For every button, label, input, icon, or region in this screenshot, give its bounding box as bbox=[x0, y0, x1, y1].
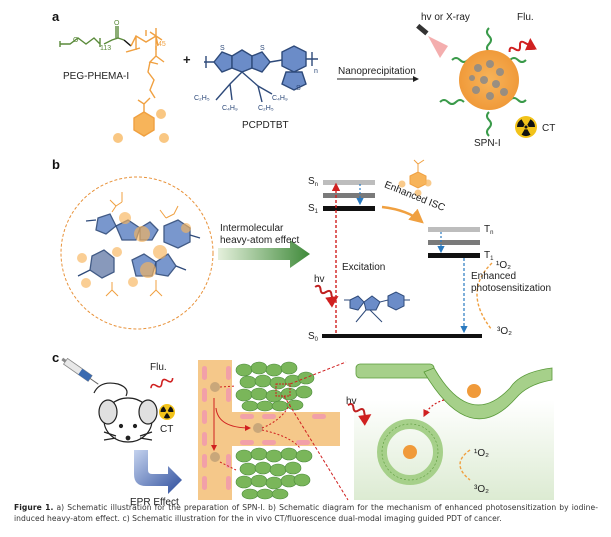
effect-label-line1: Intermolecular bbox=[220, 223, 284, 234]
plus-sign: + bbox=[183, 52, 191, 67]
zoom-region-box bbox=[275, 383, 291, 397]
fluorescence-emission-icon bbox=[508, 38, 537, 53]
level-t1 bbox=[428, 253, 480, 258]
excitation-label: Excitation bbox=[342, 262, 385, 273]
cell-interior bbox=[354, 400, 554, 500]
panel-letter-c: c bbox=[52, 350, 59, 365]
phema-repeat-count: 45 bbox=[158, 41, 166, 48]
level-tn bbox=[428, 227, 480, 232]
panel-c: c Flu. CT EPR Effect bbox=[52, 350, 554, 508]
triplet-oxygen-label: ³O₂ bbox=[474, 484, 489, 495]
caption-prefix: Figure 1. bbox=[14, 503, 54, 512]
ct-label: CT bbox=[542, 123, 555, 134]
zoom-guide-line bbox=[283, 395, 349, 501]
endocytosis-arrow bbox=[423, 399, 445, 418]
panel-letter-a: a bbox=[52, 9, 60, 24]
peg-chain bbox=[59, 26, 132, 47]
epr-effect-arrow bbox=[134, 450, 182, 494]
level-s1 bbox=[323, 206, 375, 211]
stacked-polymer-illustration bbox=[77, 213, 201, 279]
iodinated-benzoate-icon bbox=[398, 159, 432, 197]
figure-caption: Figure 1. a) Schematic illustration for … bbox=[14, 503, 598, 524]
ester-groups bbox=[105, 192, 179, 297]
isc-arrow bbox=[381, 205, 424, 224]
peg-carbonyl-o: O bbox=[114, 20, 120, 27]
photosens-label-line2: photosensitization bbox=[471, 283, 551, 294]
zoom-guide-line bbox=[289, 361, 347, 385]
label-s1: S1 bbox=[308, 203, 319, 215]
syringe-icon bbox=[61, 357, 99, 385]
hv-label: hv bbox=[346, 396, 357, 407]
macrophage-cells bbox=[210, 382, 263, 462]
label-s0: S0 bbox=[308, 331, 319, 343]
panel-b: b Intermolecular heavy-atom effect bbox=[52, 157, 551, 343]
peg-repeat-count: 113 bbox=[100, 45, 111, 52]
peg-oxygen: O bbox=[73, 37, 79, 44]
caption-text: a) Schematic illustration for the prepar… bbox=[14, 503, 598, 523]
epr-effect-label: EPR Effect bbox=[130, 497, 179, 508]
level-t-intermediate bbox=[428, 240, 480, 245]
tumor-cells-upper bbox=[235, 361, 315, 412]
heavy-atom-effect-arrow bbox=[218, 240, 310, 268]
panel-letter-b: b bbox=[52, 157, 60, 172]
level-s-intermediate bbox=[323, 193, 375, 198]
oxygen-cycle-arrow bbox=[476, 262, 493, 331]
label-tn: Tn bbox=[484, 224, 493, 236]
spn-i-nanoparticle bbox=[439, 27, 527, 137]
label-sn: Sn bbox=[308, 176, 318, 188]
pcpdtbt-label: PCPDTBT bbox=[242, 120, 289, 131]
pcpdtbt-mini-structure bbox=[344, 291, 410, 323]
side-chain-ethyl: C₂H₅ bbox=[258, 105, 274, 112]
level-sn bbox=[323, 180, 375, 185]
pcpdtbt-repeat: n bbox=[314, 68, 318, 75]
nanoprecipitation-label: Nanoprecipitation bbox=[338, 66, 416, 77]
mouse-illustration bbox=[93, 382, 158, 443]
jablonski-diagram bbox=[322, 180, 493, 338]
side-chain-butyl: C₄H₉ bbox=[272, 95, 288, 102]
photosens-label-line1: Enhanced bbox=[471, 271, 516, 282]
cell-membrane bbox=[355, 363, 553, 485]
triplet-oxygen-label: ³O₂ bbox=[497, 326, 512, 337]
fluorescence-label: Flu. bbox=[517, 12, 534, 23]
side-chain-ethyl: C₂H₅ bbox=[194, 95, 210, 102]
pcpdtbt-sulfur: S bbox=[220, 45, 225, 52]
panel-a: a O 113 O 45 PEG-PHEMA-I + bbox=[52, 9, 555, 149]
iodine-atoms bbox=[113, 109, 169, 143]
pcpdtbt-sulfur: S bbox=[296, 85, 301, 92]
tumor-cells-lower bbox=[235, 447, 313, 500]
phema-chain bbox=[125, 28, 165, 137]
iodine-atom bbox=[159, 133, 169, 143]
iodinated-side-groups bbox=[77, 212, 191, 288]
effect-label-line2: heavy-atom effect bbox=[220, 235, 300, 246]
light-source-icon bbox=[416, 23, 448, 58]
label-t1: T1 bbox=[484, 250, 494, 262]
radiation-ct-icon bbox=[159, 404, 175, 420]
excitation-source-label: hv or X-ray bbox=[421, 12, 470, 23]
spn-i-label: SPN-I bbox=[474, 138, 501, 149]
ct-label: CT bbox=[160, 424, 173, 435]
light-wave-icon bbox=[314, 284, 339, 308]
level-s0 bbox=[322, 334, 482, 338]
fluorescence-label: Flu. bbox=[150, 362, 167, 373]
internalized-nanoparticle bbox=[403, 384, 481, 459]
fluorescence-emission-icon bbox=[150, 377, 174, 389]
peg-phema-i-label: PEG-PHEMA-I bbox=[63, 71, 129, 82]
light-wave-icon bbox=[347, 402, 372, 426]
iodine-atom bbox=[113, 133, 123, 143]
singlet-oxygen-label: ¹O₂ bbox=[496, 260, 511, 271]
iodine-atom bbox=[156, 109, 166, 119]
radiation-ct-icon bbox=[515, 116, 537, 138]
stacking-zoom-circle bbox=[60, 176, 214, 330]
side-chain-butyl: C₄H₉ bbox=[222, 105, 238, 112]
pcpdtbt-structure bbox=[204, 45, 318, 103]
singlet-oxygen-label: ¹O₂ bbox=[474, 448, 489, 459]
nanoparticle-paths bbox=[211, 385, 301, 471]
hv-label: hv bbox=[314, 274, 325, 285]
pcpdtbt-sulfur: S bbox=[260, 45, 265, 52]
